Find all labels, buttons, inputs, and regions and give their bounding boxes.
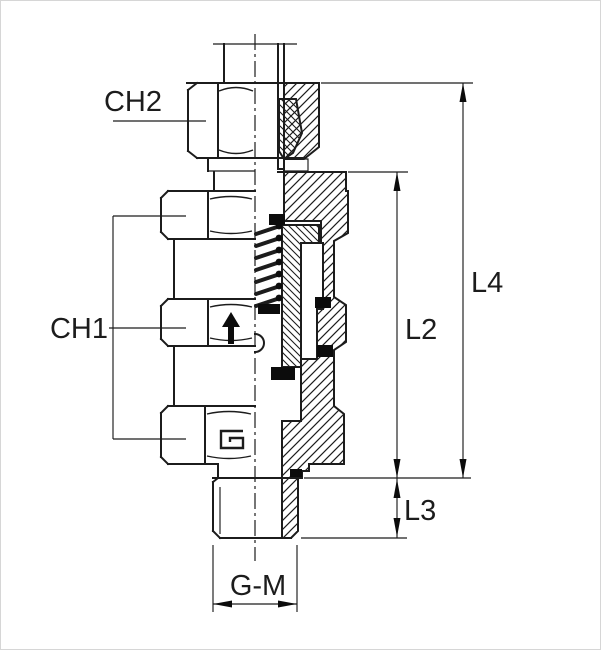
callout-ch1: CH1: [50, 215, 186, 440]
seal-spring-bottom: [258, 304, 280, 314]
body-view: [159, 171, 285, 479]
dimension-gm: G-M: [212, 545, 298, 612]
label-l2: L2: [405, 314, 437, 346]
label-gm: G-M: [230, 570, 286, 602]
marking-stamp: [219, 429, 245, 450]
seal-poppet: [271, 367, 295, 380]
cross-port-arc: [253, 332, 265, 354]
seal-port-face: [290, 469, 302, 479]
dimension-l3: L3: [301, 478, 436, 539]
valve-poppet: [281, 224, 320, 368]
dimension-l2: L2: [348, 171, 437, 478]
label-l3: L3: [404, 495, 436, 527]
label-l4: L4: [471, 267, 503, 299]
nut-ch2-view: [186, 81, 320, 192]
valve-spring: [254, 222, 283, 308]
seal-spring-top: [269, 214, 285, 225]
label-ch2: CH2: [104, 86, 162, 118]
threaded-stud: [211, 476, 303, 540]
seal-body-lower: [317, 345, 333, 357]
label-ch1: CH1: [50, 313, 108, 345]
dimension-l4: L4: [321, 82, 503, 478]
washer: [283, 158, 309, 172]
callout-ch2: CH2: [104, 86, 206, 122]
flow-direction-arrow: [222, 312, 240, 344]
seal-body-upper: [315, 297, 331, 308]
